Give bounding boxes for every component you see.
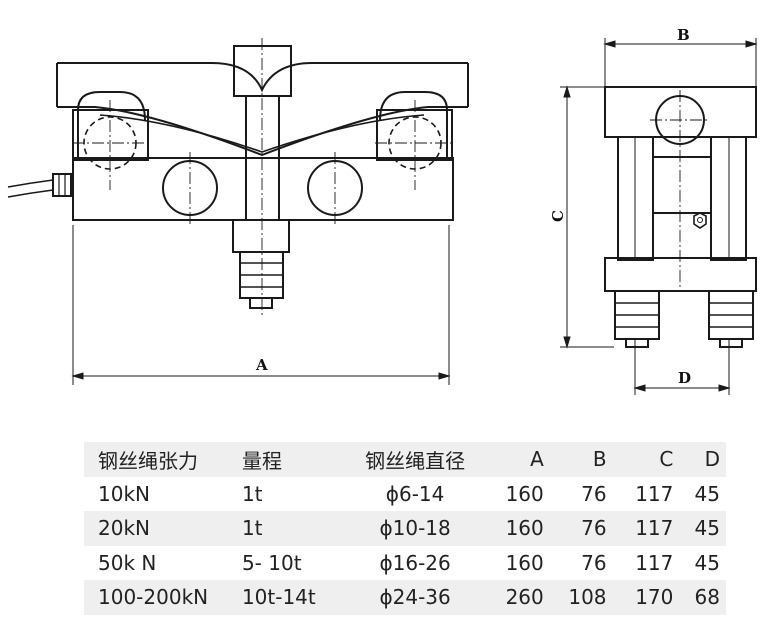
spec-table: 钢丝绳张力 量程 钢丝绳直径 A B C D 10kN 1t ϕ6-14 160…: [84, 442, 726, 615]
front-view: A: [7, 38, 469, 385]
header-rope-diameter: 钢丝绳直径: [343, 442, 487, 477]
header-range: 量程: [241, 442, 344, 477]
cell-a: 260: [486, 580, 550, 615]
dimension-c-label: C: [549, 210, 567, 222]
header-rope-tension: 钢丝绳张力: [84, 442, 242, 477]
cell-diameter: ϕ16-26: [379, 550, 451, 575]
cell-range: 5- 10t: [241, 550, 302, 575]
cell-d: 45: [679, 511, 726, 546]
cell-b: 76: [581, 550, 607, 575]
lower-collar: [232, 219, 290, 253]
table-row: 100-200kN 10t-14t ϕ24-36 260 108 170 68: [84, 580, 726, 615]
cell-a: 160: [505, 481, 544, 506]
cell-diameter: ϕ10-18: [343, 511, 487, 546]
cell-d: 68: [679, 580, 726, 615]
table-row: 50k N 5- 10t ϕ16-26 160 76 117 45: [84, 546, 726, 581]
header-d: D: [679, 442, 726, 477]
top-plate: [604, 86, 757, 138]
dimension-a-label: A: [255, 356, 268, 374]
cell-b: 108: [549, 580, 613, 615]
header-c: C: [612, 442, 680, 477]
cell-b: 76: [549, 511, 613, 546]
cell-diameter: ϕ24-36: [343, 580, 487, 615]
cell-tension: 50k N: [98, 550, 157, 575]
table-row: 10kN 1t ϕ6-14 160 76 117 45: [84, 477, 726, 512]
cell-tension: 20kN: [84, 511, 242, 546]
cell-a: 160: [505, 550, 544, 575]
cell-c: 117: [612, 511, 680, 546]
cell-a: 160: [486, 511, 550, 546]
header-a: A: [486, 442, 550, 477]
cell-range: 10t-14t: [241, 580, 344, 615]
cable-gland: [52, 173, 72, 197]
left-roller-block: [72, 109, 149, 161]
header-b: B: [549, 442, 613, 477]
dimension-d-label: D: [678, 369, 691, 387]
cell-range: 1t: [241, 481, 263, 506]
cell-c: 170: [612, 580, 680, 615]
right-roller-block: [376, 109, 453, 161]
table-row: 20kN 1t ϕ10-18 160 76 117 45: [84, 511, 726, 546]
cell-diameter: ϕ6-14: [385, 481, 445, 506]
side-view: B C D: [549, 26, 758, 395]
cell-tension: 10kN: [98, 481, 150, 506]
cell-d: 45: [694, 481, 720, 506]
cell-c: 117: [635, 550, 674, 575]
technical-drawing: A: [7, 26, 758, 395]
center-block: [652, 156, 712, 214]
table-header-row: 钢丝绳张力 量程 钢丝绳直径 A B C D: [84, 442, 726, 477]
dimension-b-label: B: [677, 26, 690, 44]
cable: [7, 179, 54, 198]
sensor-body: [72, 157, 454, 221]
cell-c: 117: [635, 481, 674, 506]
connector-nut: [693, 212, 707, 229]
cell-b: 76: [581, 481, 607, 506]
cell-tension: 100-200kN: [84, 580, 242, 615]
bottom-plate: [604, 257, 757, 292]
cell-range: 1t: [241, 511, 344, 546]
cell-d: 45: [694, 550, 720, 575]
